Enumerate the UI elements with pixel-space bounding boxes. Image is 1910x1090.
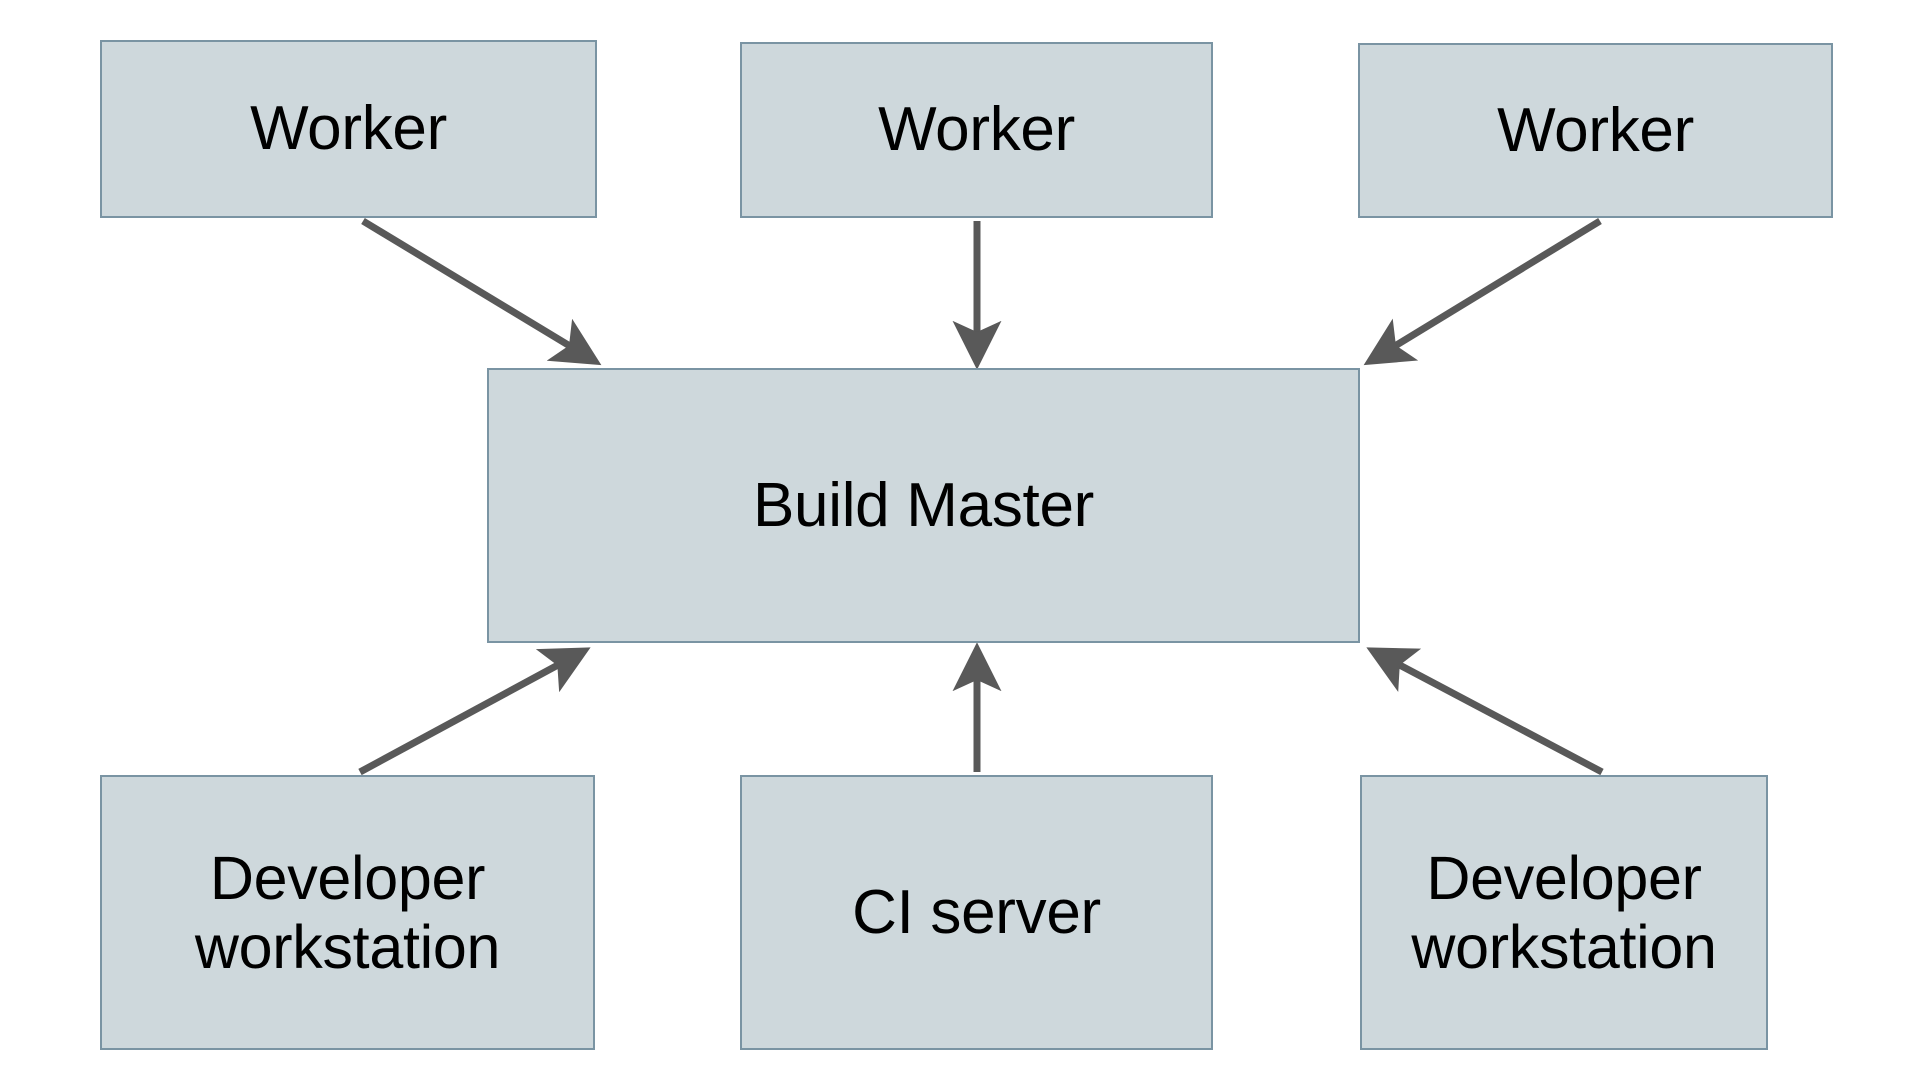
node-worker-right[interactable]: Worker — [1358, 43, 1833, 218]
edge-worker-right-to-build-master — [1363, 218, 1602, 366]
node-worker-mid[interactable]: Worker — [740, 42, 1213, 218]
edge-dev-right-to-build-master — [1366, 647, 1604, 776]
node-ci-server-label: CI server — [852, 877, 1101, 947]
node-worker-left[interactable]: Worker — [100, 40, 597, 218]
edge-dev-left-to-build-master — [358, 647, 591, 776]
node-developer-workstation-right-label: Developer workstation — [1411, 844, 1717, 981]
node-ci-server[interactable]: CI server — [740, 775, 1213, 1050]
node-developer-workstation-right[interactable]: Developer workstation — [1360, 775, 1768, 1050]
node-build-master-label: Build Master — [753, 470, 1094, 540]
node-worker-left-label: Worker — [250, 94, 447, 164]
node-developer-workstation-left-label: Developer workstation — [194, 844, 501, 981]
node-worker-mid-label: Worker — [878, 95, 1075, 165]
node-worker-right-label: Worker — [1497, 95, 1694, 165]
edge-worker-left-to-build-master — [361, 218, 602, 366]
node-build-master[interactable]: Build Master — [487, 368, 1360, 643]
node-developer-workstation-left[interactable]: Developer workstation — [100, 775, 595, 1050]
